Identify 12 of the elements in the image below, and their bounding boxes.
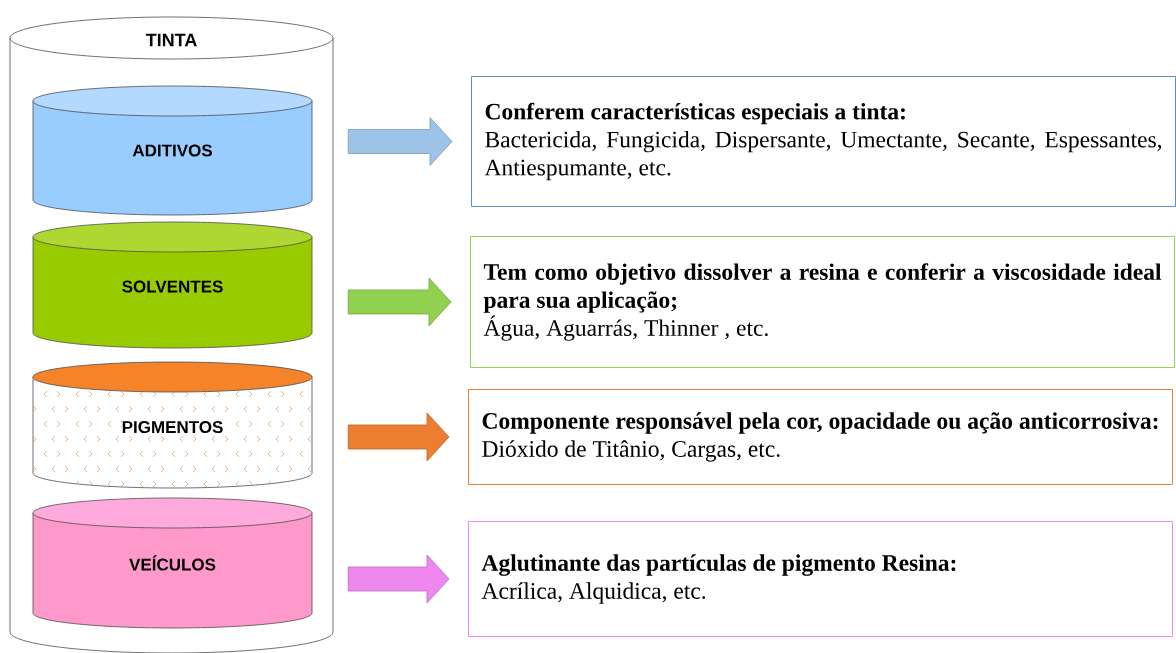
cylinder: SOLVENTES (32, 221, 313, 349)
block-arrow (347, 117, 453, 166)
block-arrow (347, 412, 450, 462)
cylinder: VEÍCULOS (32, 497, 313, 629)
text-box: Conferem características especiais a tinta: Bactericida, Fungicida, Dispersante, Umectante, Secante, Espessantes, Antiespumante, etc. (471, 76, 1176, 207)
cylinder: ADITIVOS (32, 85, 313, 216)
block-arrow (347, 277, 452, 327)
block-arrow (347, 554, 450, 604)
text-box: Aglutinante das partículas de pigmento Resina: Acrílica, Alquidica, etc. (468, 521, 1173, 637)
text-box: Componente responsável pela cor, opacidade ou ação anticorrosiva: Dióxido de Titânio, Cargas, etc. (468, 389, 1173, 485)
text-box: Tem como objetivo dissolver a resina e conferir a viscosidade ideal para sua aplicação; Água, Aguarrás, Thinner , etc. (470, 236, 1175, 368)
cylinder: PIGMENTOS (32, 361, 313, 489)
